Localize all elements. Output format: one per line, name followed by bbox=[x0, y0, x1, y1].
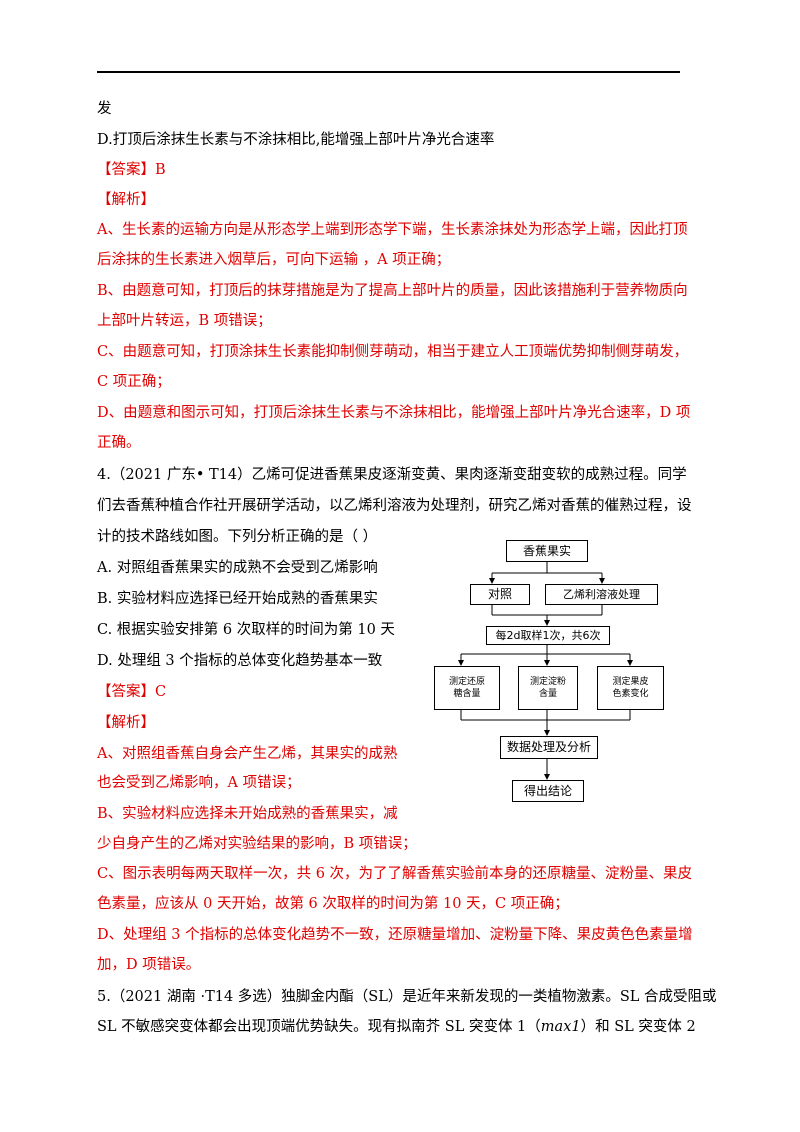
banana-fruit-box: 香蕉果实 bbox=[506, 540, 588, 562]
box-label: 每2d取样1次，共6次 bbox=[495, 629, 601, 642]
conclusion-box: 得出结论 bbox=[512, 780, 584, 802]
analysis-line: B、由题意可知，打顶后的抹芽措施是为了提高上部叶片的质量，因此该措施利于营养物质… bbox=[97, 283, 688, 299]
flowchart-connectors bbox=[458, 561, 633, 780]
analysis-line: 也会受到乙烯影响，A 项错误； bbox=[97, 775, 301, 791]
option-d: D.打顶后涂抹生长素与不涂抹相比,能增强上部叶片净光合速率 bbox=[97, 132, 495, 148]
analysis-line: C、由题意可知，打顶涂抹生长素能抑制侧芽萌动，相当于建立人工顶端优势抑制侧芽萌发… bbox=[97, 344, 689, 360]
box-label: 乙烯利溶液处理 bbox=[563, 588, 640, 601]
analysis-label: 【解析】 bbox=[97, 192, 155, 208]
text-span: ）和 SL 突变体 2 bbox=[580, 1019, 696, 1035]
analysis-line: 正确。 bbox=[97, 435, 141, 451]
question-5-text: 5.（2021 湖南 ·T14 多选）独脚金内酯（SL）是近年来新发现的一类植物… bbox=[97, 989, 717, 1005]
question-4-text: 们去香蕉种植合作社开展研学活动，以乙烯利溶液为处理剂，研究乙烯对香蕉的催熟过程，… bbox=[97, 498, 692, 514]
technical-route-flowchart: 香蕉果实 对照 乙烯利溶液处理 每2d取样1次，共6次 测定还原糖含量 测定淀粉… bbox=[430, 535, 670, 815]
box-label: 糖含量 bbox=[453, 689, 481, 699]
reducing-sugar-box: 测定还原糖含量 bbox=[434, 666, 500, 710]
data-analysis-box: 数据处理及分析 bbox=[500, 736, 598, 759]
header-rule bbox=[97, 71, 680, 73]
text-span: SL 不敏感突变体都会出现顶端优势缺失。现有拟南芥 SL 突变体 1（ bbox=[97, 1019, 541, 1035]
sampling-box: 每2d取样1次，共6次 bbox=[486, 626, 610, 645]
box-label: 含量 bbox=[538, 689, 557, 699]
peel-pigment-box: 测定果皮色素变化 bbox=[597, 666, 664, 710]
analysis-line: D、处理组 3 个指标的总体变化趋势不一致，还原糖量增加、淀粉量下降、果皮黄色色… bbox=[97, 927, 693, 943]
question-4-text: 4.（2021 广东• T14）乙烯可促进香蕉果皮逐渐变黄、果肉逐渐变甜变软的成… bbox=[97, 467, 687, 483]
box-label: 测定淀粉 bbox=[529, 677, 566, 687]
control-box: 对照 bbox=[470, 584, 530, 605]
analysis-line: D、由题意和图示可知，打顶后涂抹生长素与不涂抹相比，能增强上部叶片净光合速率，D… bbox=[97, 405, 691, 421]
box-label: 测定果皮 bbox=[612, 677, 649, 687]
box-label: 数据处理及分析 bbox=[506, 740, 591, 754]
analysis-line: A、生长素的运输方向是从形态学上端到形态学下端，生长素涂抹处为形态学上端，因此打… bbox=[97, 222, 688, 238]
starch-content-box: 测定淀粉含量 bbox=[518, 666, 578, 710]
answer-label: 【答案】B bbox=[97, 162, 166, 178]
option-c: C. 根据实验安排第 6 次取样的时间为第 10 天 bbox=[97, 622, 395, 638]
option-b: B. 实验材料应选择已经开始成熟的香蕉果实 bbox=[97, 591, 378, 607]
analysis-line: 少自身产生的乙烯对实验结果的影响，B 项错误； bbox=[97, 836, 417, 852]
analysis-label: 【解析】 bbox=[97, 715, 155, 731]
ethephon-treatment-box: 乙烯利溶液处理 bbox=[545, 584, 658, 605]
analysis-line: 上部叶片转运，B 项错误； bbox=[97, 313, 272, 329]
analysis-line: 加，D 项错误。 bbox=[97, 957, 201, 973]
option-d: D. 处理组 3 个指标的总体变化趋势基本一致 bbox=[97, 653, 383, 669]
analysis-line: 后涂抹的生长素进入烟草后，可向下运输 ，A 项正确； bbox=[97, 252, 451, 268]
box-label: 对照 bbox=[487, 587, 512, 601]
text-line: 发 bbox=[97, 101, 112, 117]
option-a: A. 对照组香蕉果实的成熟不会受到乙烯影响 bbox=[97, 560, 378, 576]
analysis-line: B、实验材料应选择未开始成熟的香蕉果实，减 bbox=[97, 806, 398, 822]
analysis-line: 色素量，应该从 0 天开始，故第 6 次取样的时间为第 10 天，C 项正确； bbox=[97, 896, 569, 912]
box-label: 香蕉果实 bbox=[522, 543, 571, 558]
answer-label: 【答案】C bbox=[97, 684, 167, 700]
question-4-text: 计的技术路线如图。下列分析正确的是（ ） bbox=[97, 529, 378, 545]
analysis-line: A、对照组香蕉自身会产生乙烯，其果实的成熟 bbox=[97, 746, 398, 762]
question-5-text: SL 不敏感突变体都会出现顶端优势缺失。现有拟南芥 SL 突变体 1（max1）… bbox=[97, 1017, 696, 1037]
box-label: 色素变化 bbox=[612, 689, 649, 699]
mutant-name: max1 bbox=[540, 1019, 581, 1035]
analysis-line: C、图示表明每两天取样一次，共 6 次，为了了解香蕉实验前本身的还原糖量、淀粉量… bbox=[97, 866, 693, 882]
analysis-line: C 项正确； bbox=[97, 374, 171, 390]
box-label: 测定还原 bbox=[448, 677, 485, 687]
box-label: 得出结论 bbox=[523, 783, 572, 798]
